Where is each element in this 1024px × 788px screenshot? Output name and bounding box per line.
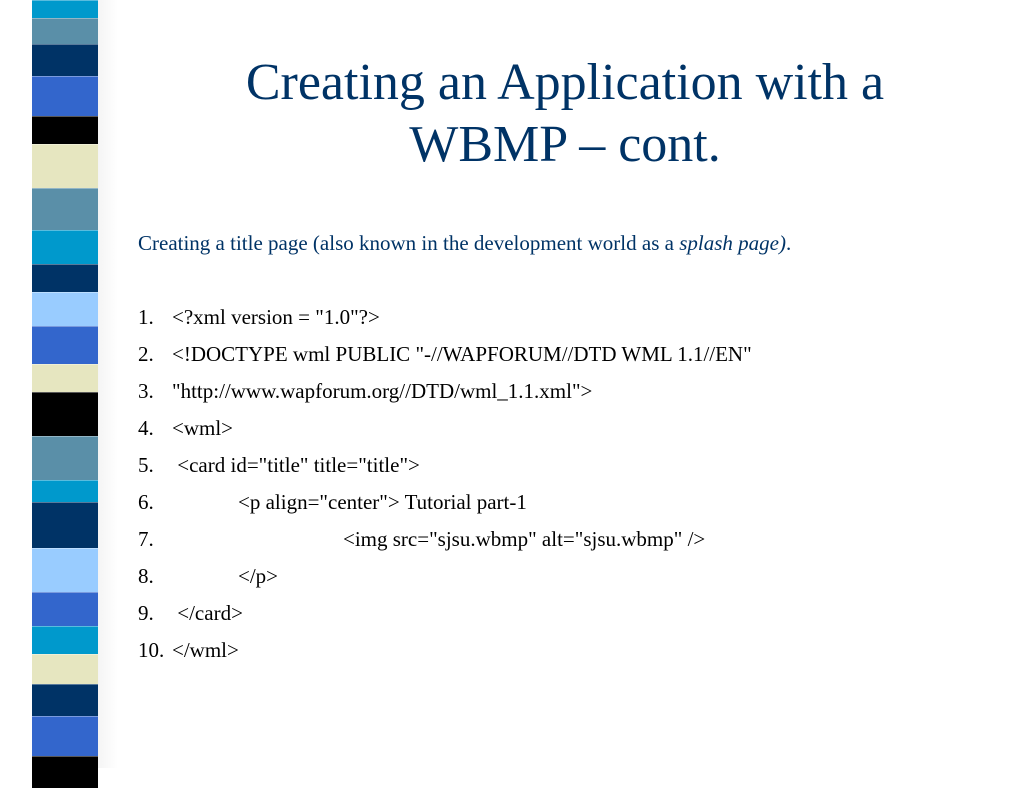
code-text: </card> xyxy=(172,601,243,625)
line-number: 5. xyxy=(138,453,154,477)
stripe-block xyxy=(32,480,98,502)
stripe-block xyxy=(32,502,98,548)
intro-main: Creating a title page (also known in the… xyxy=(138,231,680,255)
stripe-block xyxy=(32,116,98,144)
stripe-block xyxy=(32,436,98,480)
code-text: <?xml version = "1.0"?> xyxy=(172,305,380,329)
stripe-block xyxy=(32,364,98,392)
code-line: 2. <!DOCTYPE wml PUBLIC "-//WAPFORUM//DTD… xyxy=(138,340,752,377)
stripe-block xyxy=(32,76,98,116)
code-line: 4. <wml> xyxy=(138,414,752,451)
stripe-block xyxy=(32,392,98,436)
line-number: 1. xyxy=(138,305,154,329)
code-listing: 1. <?xml version = "1.0"?> 2. <!DOCTYPE wm… xyxy=(138,303,752,673)
slide-title: Creating an Application with a WBMP – co… xyxy=(130,52,1000,176)
code-line: 9. </card> xyxy=(138,599,752,636)
intro-text: Creating a title page (also known in the… xyxy=(138,229,791,257)
code-line: 1. <?xml version = "1.0"?> xyxy=(138,303,752,340)
stripe-block xyxy=(32,626,98,654)
code-line: 3. "http://www.wapforum.org//DTD/wml_1.1.… xyxy=(138,377,752,414)
slide-title-line-1: Creating an Application with a xyxy=(245,54,885,111)
line-number: 3. xyxy=(138,379,154,403)
code-line: 10. </wml> xyxy=(138,636,752,673)
line-number: 7. xyxy=(138,527,154,551)
stripe-block xyxy=(32,264,98,292)
stripe-block xyxy=(32,548,98,592)
intro-end: . xyxy=(785,231,792,255)
line-number: 10. xyxy=(138,638,165,662)
line-number: 8. xyxy=(138,564,154,588)
stripe-block xyxy=(32,654,98,684)
line-number: 4. xyxy=(138,416,154,440)
code-text: "http://www.wapforum.org//DTD/wml_1.1.xm… xyxy=(172,379,593,403)
stripe-block xyxy=(32,716,98,756)
stripe-block xyxy=(32,592,98,626)
stripe-block xyxy=(32,292,98,326)
code-line: 7. <img src="sjsu.wbmp" alt="sjsu.wbmp" /… xyxy=(138,525,752,562)
code-text: </p> xyxy=(238,564,279,588)
line-number: 9. xyxy=(138,601,154,625)
stripe-block xyxy=(32,18,98,44)
slide-title-line-2: WBMP – cont. xyxy=(409,116,721,173)
code-text: <p align="center"> Tutorial part-1 xyxy=(238,490,527,514)
code-text: <img src="sjsu.wbmp" alt="sjsu.wbmp" /> xyxy=(343,527,706,551)
stripe-block xyxy=(32,684,98,716)
decorative-stripe xyxy=(32,0,98,788)
code-line: 6. <p align="center"> Tutorial part-1 xyxy=(138,488,752,525)
stripe-block xyxy=(32,0,98,18)
stripe-block xyxy=(32,144,98,188)
code-text: </wml> xyxy=(172,638,239,662)
stripe-block xyxy=(32,188,98,230)
code-text: <!DOCTYPE wml PUBLIC "-//WAPFORUM//DTD W… xyxy=(172,342,752,366)
stripe-block xyxy=(32,44,98,76)
line-number: 2. xyxy=(138,342,154,366)
code-line: 8. </p> xyxy=(138,562,752,599)
code-line: 5. <card id="title" title="title"> xyxy=(138,451,752,488)
code-text: <wml> xyxy=(172,416,234,440)
stripe-block xyxy=(32,756,98,788)
stripe-block xyxy=(32,326,98,364)
intro-emphasis: splash page) xyxy=(679,231,786,255)
line-number: 6. xyxy=(138,490,154,514)
stripe-block xyxy=(32,230,98,264)
code-text: <card id="title" title="title"> xyxy=(172,453,420,477)
